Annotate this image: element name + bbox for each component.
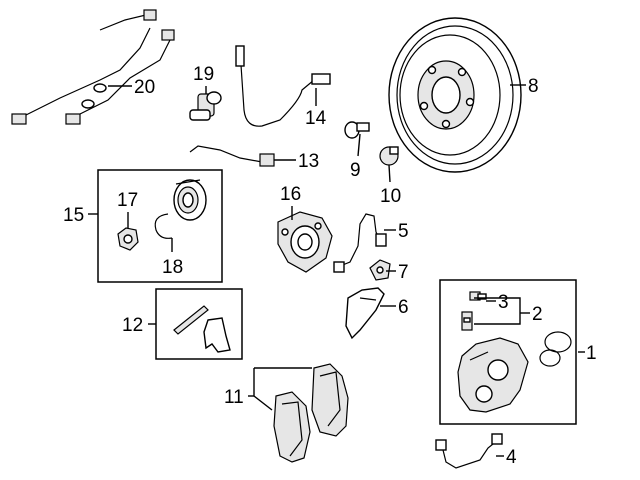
callout-20: 20 [134,77,155,98]
bleeder-screw[interactable] [469,291,487,301]
guide-pin[interactable] [173,305,209,335]
callout-5: 5 [398,221,409,242]
caliper-bolt[interactable] [461,311,473,331]
pad-clip[interactable] [203,317,231,353]
callout-9: 9 [350,160,361,181]
hose-bracket[interactable] [345,287,385,340]
callout-8: 8 [528,76,539,97]
brake-rotor[interactable] [388,17,522,173]
callout-numbers: 1 2 3 4 5 6 7 8 9 10 11 12 13 14 15 16 1… [63,64,597,468]
callout-15: 15 [63,205,84,226]
callout-10: 10 [380,186,401,207]
brake-wear-sensor[interactable] [189,145,275,167]
callout-11: 11 [224,387,244,408]
callout-1: 1 [586,343,597,364]
caliper-assembly-box [439,279,577,425]
callout-7: 7 [398,262,409,283]
callout-2: 2 [532,304,543,325]
callout-17: 17 [117,190,138,211]
hub-nut[interactable] [117,227,139,251]
leader-lines [88,84,585,457]
brake-line[interactable] [333,213,387,273]
callout-3: 3 [498,292,509,313]
callout-6: 6 [398,297,409,318]
bearing-kit-box [97,169,223,283]
caliper-bolt-small[interactable] [379,146,399,166]
caliper-brake-line[interactable] [435,433,503,469]
callout-14: 14 [305,108,327,129]
wheel-bearing[interactable] [173,179,207,221]
snap-ring[interactable] [154,213,173,239]
wheel-speed-sensor[interactable] [189,91,222,121]
brake-pad-outer[interactable] [311,363,349,437]
brake-caliper[interactable] [457,337,529,413]
sensor-wiring-harness[interactable] [11,9,175,125]
line-clip[interactable] [369,259,391,281]
piston-seal[interactable] [539,331,572,367]
wheel-hub[interactable] [277,211,333,273]
callout-16: 16 [280,184,301,205]
callout-4: 4 [506,447,517,468]
rotor-screw[interactable] [344,121,370,139]
callout-13: 13 [298,151,319,172]
brake-pad-inner[interactable] [273,391,311,463]
callout-19: 19 [193,64,214,85]
callout-12: 12 [122,315,143,336]
brake-hose[interactable] [235,45,331,127]
callout-18: 18 [162,257,183,278]
